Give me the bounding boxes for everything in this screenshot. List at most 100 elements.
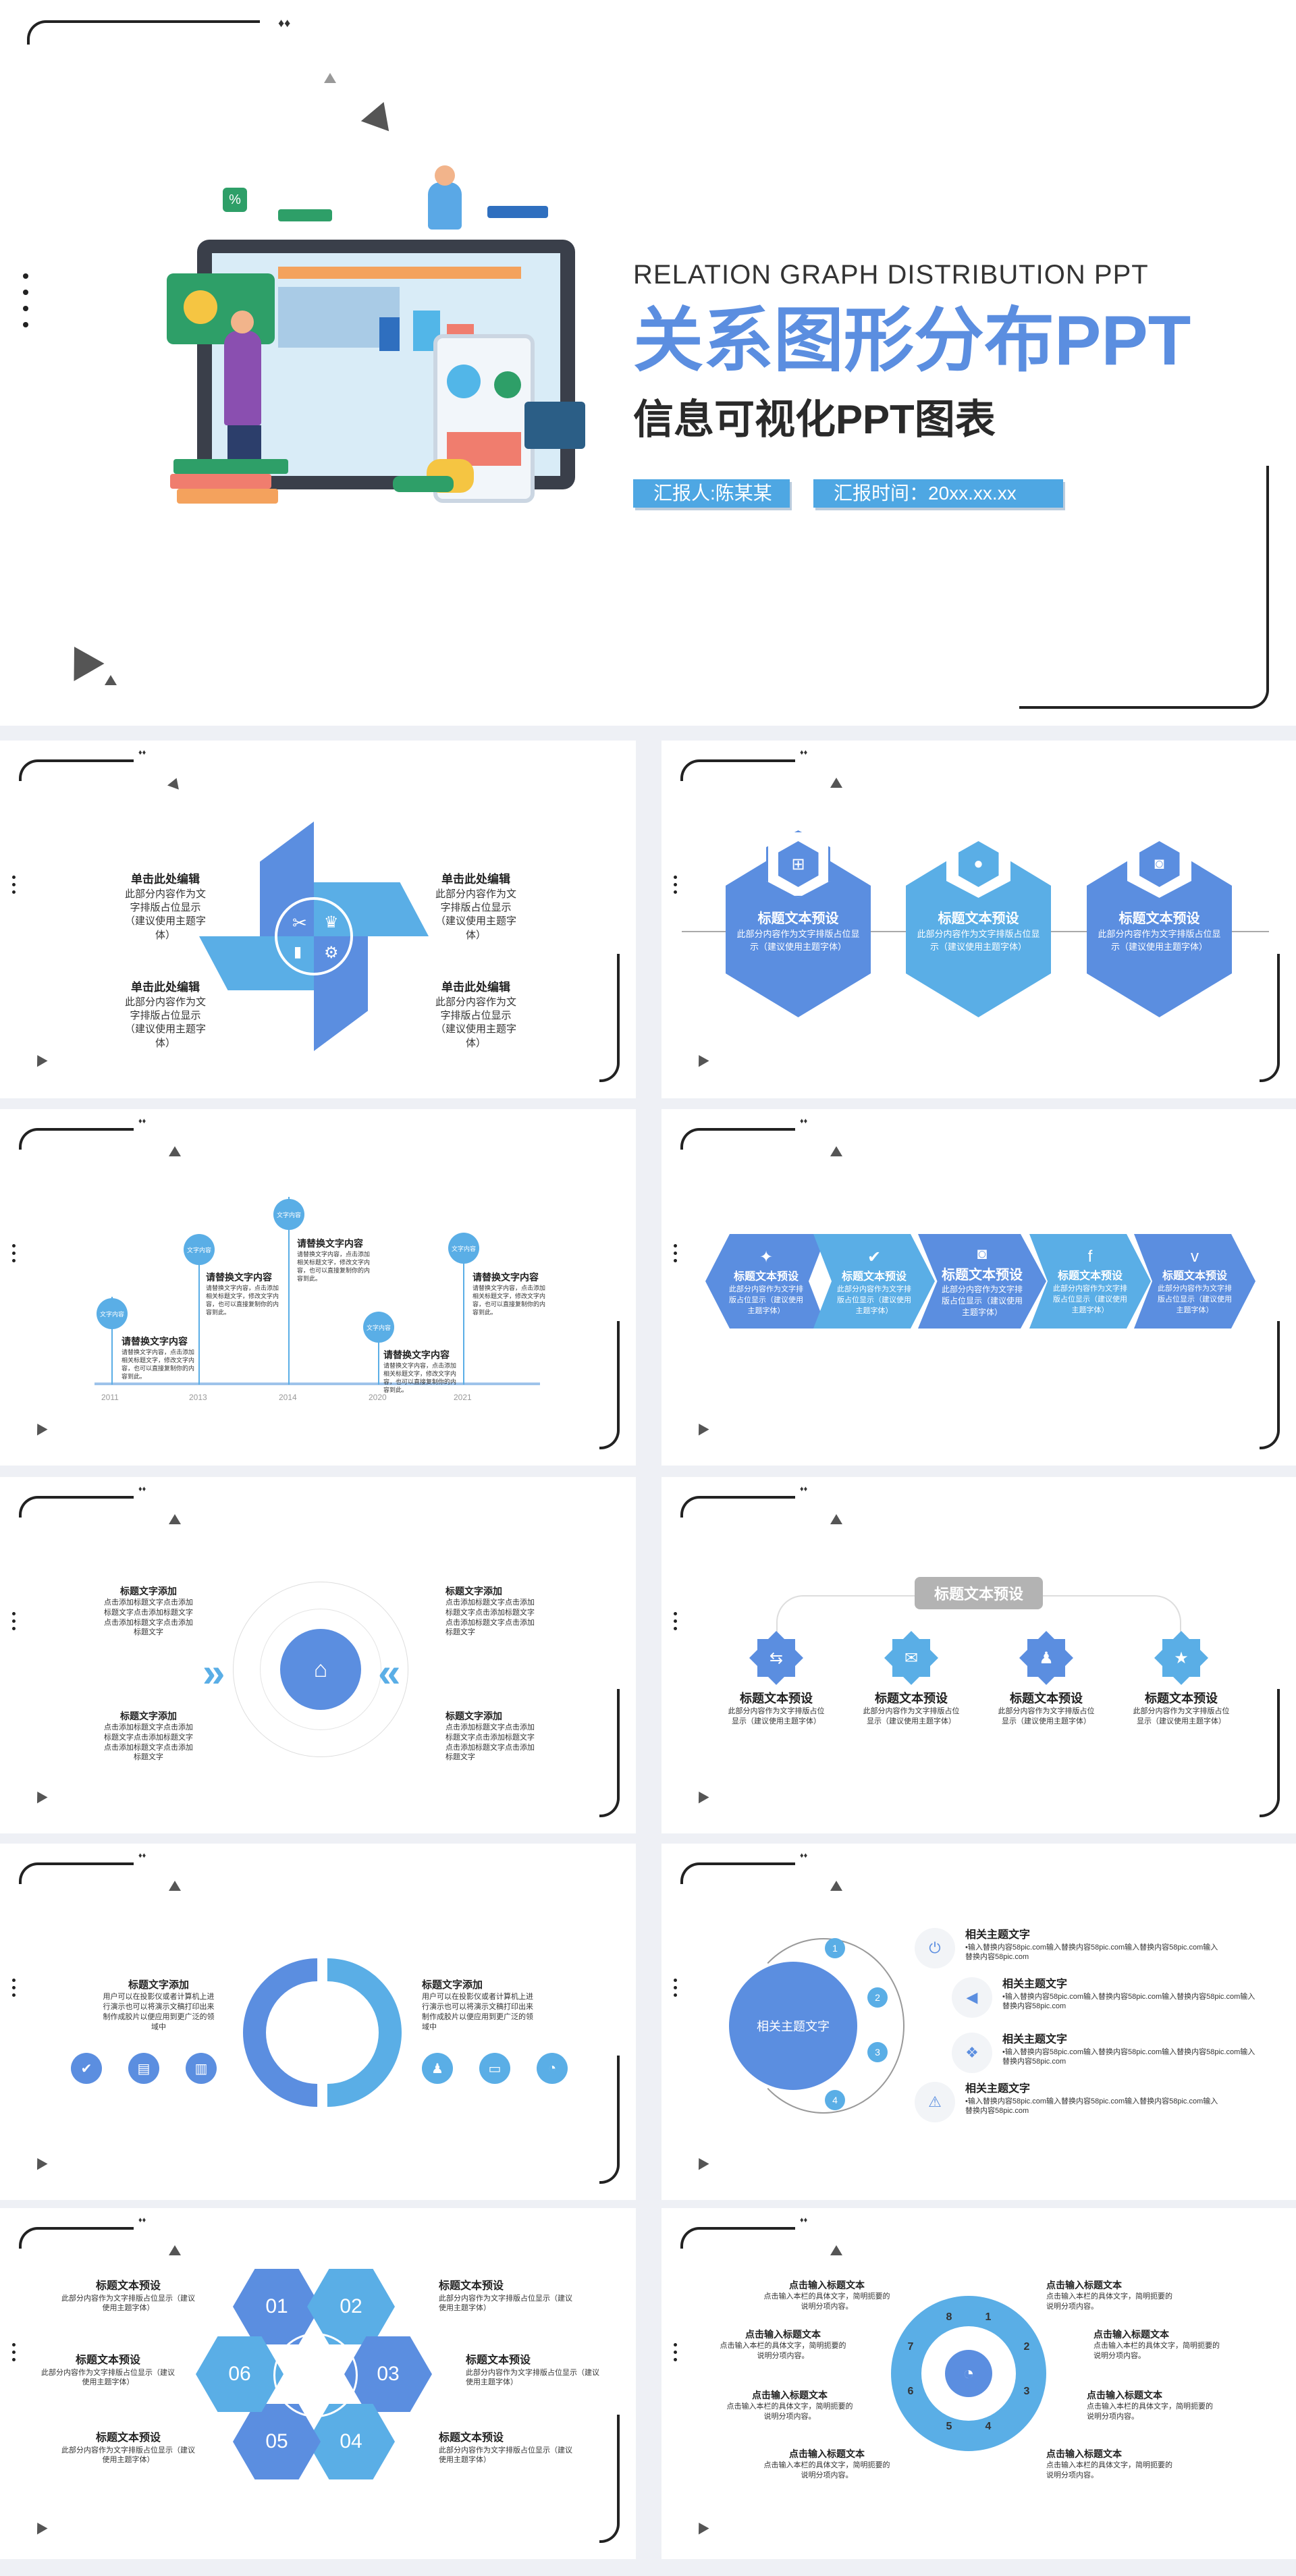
share-icon: ⇆	[749, 1631, 803, 1685]
check-icon: ✔	[71, 2053, 102, 2084]
gear-number: 2	[1017, 2338, 1036, 2357]
number-badge: 4	[825, 2090, 845, 2110]
item-text: 单击此处编辑此部分内容作为文字排版占位显示（建议使用主题字体）	[122, 980, 209, 1050]
hex-segment: 06	[196, 2336, 284, 2412]
year-label: 2014	[279, 1393, 297, 1402]
dots-decoration	[674, 2343, 680, 2365]
pinwheel-graphic: ✂ ♛ ▮ ⚙	[199, 822, 435, 1051]
item-text: 标题文本预设此部分内容作为文字排版占位显示（建议使用主题字体）	[439, 2279, 574, 2313]
gear-number: 8	[940, 2308, 959, 2327]
item-text: 标题文字添加点击添加标题文字点击添加标题文字点击添加标题文字点击添加标题文字点击…	[101, 1585, 196, 1638]
triangle-icon	[830, 1146, 842, 1156]
item-text: 标题文字添加用户可以在投影仪或者计算机上进行演示也可以将演示文稿打印出来制作成胶…	[422, 1979, 537, 2033]
item-text: 相关主题文字•输入替换内容58pic.com输入替换内容58pic.com输入替…	[965, 2082, 1222, 2116]
chart-icon: ▥	[186, 2053, 217, 2084]
triangle-icon	[32, 2520, 47, 2535]
triangle-icon	[693, 2520, 709, 2535]
triangle-icon	[361, 97, 398, 132]
triangle-icon	[693, 1789, 709, 1804]
dots-decoration	[12, 876, 19, 898]
corner-decoration-br	[1260, 1689, 1280, 1817]
triangle-icon	[830, 2245, 842, 2255]
dashboard-illustration: %	[177, 169, 575, 486]
slide-timeline: ♦♦ 文字内容 文字内容 文字内容 文字内容 文字内容 请替换文字内容请替换文字…	[0, 1109, 636, 1466]
item-text: 点击输入标题文本点击输入本栏的具体文字，简明扼要的说明分项内容。	[1046, 2279, 1174, 2312]
diamond-icon: ♦♦	[800, 1117, 807, 1125]
item-text: 标题文本预设此部分内容作为文字排版占位显示（建议使用主题字体）	[466, 2353, 601, 2388]
warning-icon: ⚠	[915, 2082, 955, 2122]
triangle-icon	[830, 778, 842, 788]
dots-decoration	[12, 2343, 19, 2365]
triangle-icon	[830, 1881, 842, 1891]
dots-decoration	[674, 1244, 680, 1266]
diamond-icon: ♦♦	[800, 2216, 807, 2224]
books	[173, 459, 288, 474]
chart-card-green	[167, 273, 275, 344]
twitter-icon: ✦	[759, 1247, 773, 1267]
dots-decoration	[12, 1979, 19, 2001]
item-text: 标题文本预设此部分内容作为文字排版占位显示（建议使用主题字体）	[61, 2431, 196, 2465]
corner-decoration-br	[599, 1689, 620, 1817]
slide-arc-list: ♦♦ 相关主题文字 1 2 3 4 ⏻ ◀ ❖ ⚠ 相关主题文字•输入替换内容5…	[662, 1844, 1296, 2200]
chevron-item-3: ◙标题文本预设此部分内容作为文字排版占位显示（建议使用主题字体）	[918, 1234, 1046, 1329]
puzzle-icon: ❖	[952, 2033, 992, 2073]
chart-icon: ▮	[294, 943, 302, 961]
slide-hex-flower: ♦♦ 01 02 03 04 05 06 标题文本预设此部分内容作为文字排版占位…	[0, 2208, 636, 2559]
dots-decoration	[12, 1612, 19, 1634]
triangle-icon	[32, 2155, 47, 2170]
timeline-text: 请替换文字内容请替换文字内容，点击添加相关标题文字，修改文字内容，也可以直接复制…	[383, 1349, 458, 1394]
triangle-icon	[32, 1789, 47, 1804]
corner-decoration	[680, 1496, 795, 1518]
gear-number: 1	[979, 2308, 998, 2327]
diamond-icon: ♦♦	[800, 1485, 807, 1493]
corner-decoration-br	[599, 2056, 620, 2184]
number-badge: 2	[867, 1987, 888, 2008]
slide-tree: ♦♦ 标题文本预设 ⇆ ✉ ♟ ★ 标题文本预设此部分内容作为文字排版占位显示（…	[662, 1477, 1296, 1833]
corner-decoration	[19, 1496, 134, 1518]
corner-decoration	[19, 2227, 134, 2249]
chevron-right-icon: »	[202, 1649, 219, 1696]
gear-number: 7	[901, 2338, 920, 2357]
vimeo-icon: v	[1191, 1247, 1199, 1266]
item-text: 点击输入标题文本点击输入本栏的具体文字，简明扼要的说明分项内容。	[1087, 2389, 1215, 2422]
item-text: 标题文本预设此部分内容作为文字排版占位显示（建议使用主题字体）	[996, 1690, 1097, 1727]
diamond-icon: ♦♦	[138, 2216, 146, 2224]
triangle-icon	[693, 2155, 709, 2170]
item-text: 标题文字添加用户可以在投影仪或者计算机上进行演示也可以将演示文稿打印出来制作成胶…	[101, 1979, 216, 2033]
subtitle-en: RELATION GRAPH DISTRIBUTION PPT	[633, 260, 1149, 290]
corner-decoration	[19, 1862, 134, 1884]
top-label: 标题文本预设	[915, 1577, 1043, 1609]
number-badge: 3	[867, 2042, 888, 2062]
slide-gear-wheel: ♦♦ ◔ 1 2 3 4 5 6 7 8 点击输入标题文本点击输入本栏的具体文字…	[662, 2208, 1296, 2559]
document-icon: ▤	[128, 2053, 159, 2084]
item-text: 单击此处编辑此部分内容作为文字排版占位显示（建议使用主题字体）	[122, 872, 209, 942]
crown-icon: ♛	[324, 913, 339, 932]
cycle-arrow-right	[222, 1927, 432, 2137]
year-label: 2013	[189, 1393, 207, 1402]
dots-decoration	[12, 1244, 19, 1266]
megaphone-icon: ◀	[952, 1977, 992, 2018]
item-text: 标题文字添加点击添加标题文字点击添加标题文字点击添加标题文字点击添加标题文字点击…	[101, 1710, 196, 1763]
percent-icon: %	[223, 188, 247, 212]
item-text: 点击输入标题文本点击输入本栏的具体文字，简明扼要的说明分项内容。	[763, 2448, 891, 2481]
dots-decoration	[23, 273, 30, 338]
item-text: 标题文本预设此部分内容作为文字排版占位显示（建议使用主题字体）	[40, 2353, 176, 2388]
slide-cycle: ♦♦ 标题文字添加用户可以在投影仪或者计算机上进行演示也可以将演示文稿打印出来制…	[0, 1844, 636, 2200]
monitor-icon: ▭	[479, 2053, 510, 2084]
item-text: 点击输入标题文本点击输入本栏的具体文字，简明扼要的说明分项内容。	[719, 2328, 847, 2361]
corner-decoration-br	[599, 2415, 620, 2543]
person-icon: ♟	[1019, 1631, 1073, 1685]
year-label: 2020	[369, 1393, 387, 1402]
gear-number: 5	[940, 2417, 959, 2436]
slide-pinwheel: ♦♦ ✂ ♛ ▮ ⚙ 单击此处编辑此部分内容作为文字排版占位显示（建议使用主题字…	[0, 741, 636, 1098]
item-text: 相关主题文字•输入替换内容58pic.com输入替换内容58pic.com输入替…	[1002, 2033, 1259, 2067]
mail-icon: ✉	[884, 1631, 938, 1685]
timeline-pin-head: 文字内容	[97, 1298, 128, 1329]
diamond-icon: ♦♦	[278, 16, 290, 30]
person-left	[224, 331, 261, 425]
gear-number: 3	[1017, 2382, 1036, 2401]
item-text: 标题文字添加点击添加标题文字点击添加标题文字点击添加标题文字点击添加标题文字点击…	[446, 1585, 540, 1638]
center-circle: 相关主题文字	[729, 1962, 857, 2090]
triangle-icon	[169, 2245, 181, 2255]
